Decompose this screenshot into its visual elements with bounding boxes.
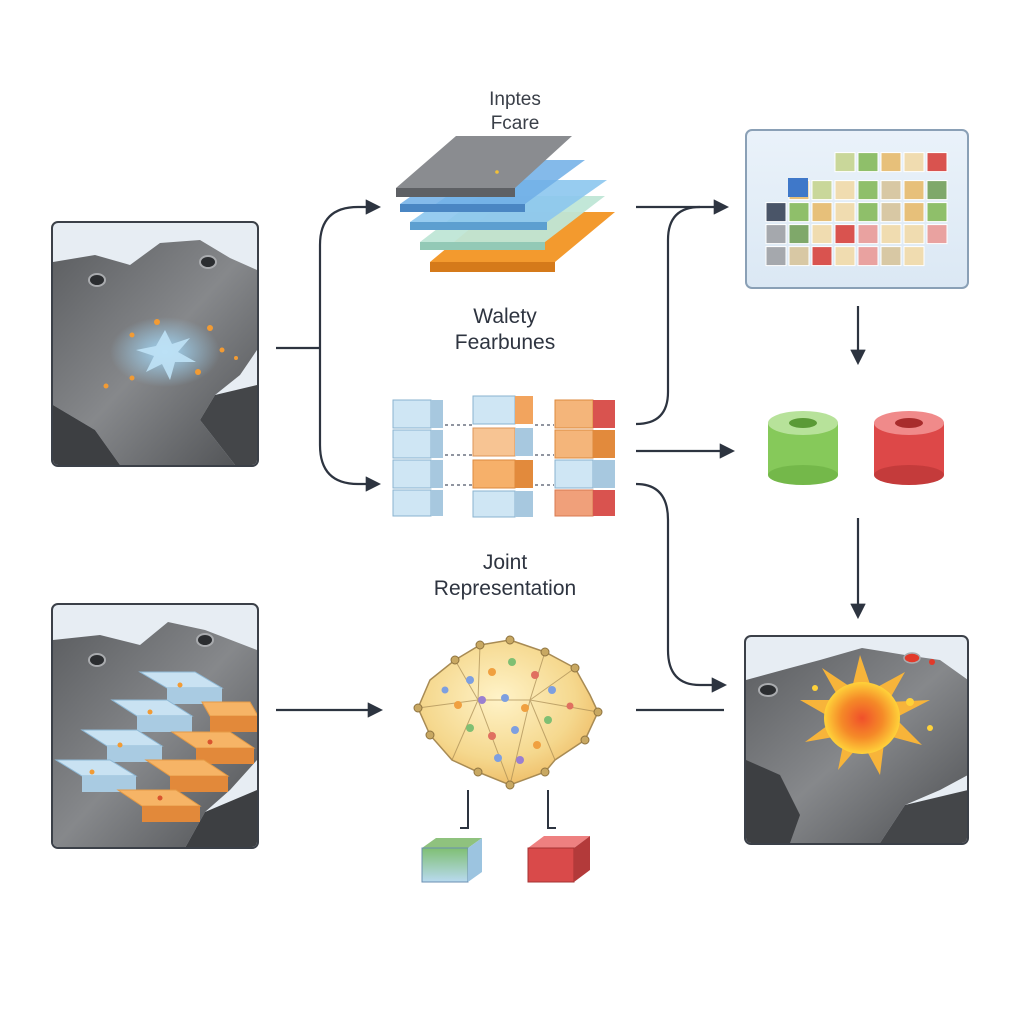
matrix-cell — [834, 224, 856, 245]
matrix-cell — [788, 224, 810, 245]
input-feature-layers — [396, 136, 615, 272]
red-cylinder — [874, 411, 944, 485]
matrix-cell — [903, 152, 925, 173]
variety-label-line1: Walety — [473, 305, 537, 328]
joint-label-line1: Joint — [482, 551, 528, 574]
matrix-cell — [811, 224, 833, 245]
matrix-cell — [811, 202, 833, 223]
matrix-cell — [857, 202, 879, 223]
joint-representation-label: Joint Representation — [400, 550, 610, 602]
output-heatmap-panel — [744, 635, 969, 845]
segmented-part-panel — [51, 603, 259, 849]
matrix-cell — [926, 202, 948, 223]
matrix-cell — [765, 224, 787, 245]
matrix-cell — [857, 246, 879, 267]
matrix-cell — [834, 246, 856, 267]
matrix-cell — [926, 180, 948, 201]
input-part-panel — [51, 221, 259, 467]
variety-feature-blocks — [392, 395, 615, 518]
green-cylinder — [768, 411, 838, 485]
inputs-label: Inptes Fcare — [420, 88, 610, 136]
matrix-cell — [857, 224, 879, 245]
inputs-label-line2: Fcare — [490, 113, 540, 134]
inputs-label-line1: Inptes — [489, 89, 541, 110]
matrix-cell — [880, 202, 902, 223]
matrix-cells — [765, 152, 948, 267]
matrix-cell — [903, 224, 925, 245]
matrix-cell — [903, 202, 925, 223]
joint-output-blocks — [421, 790, 590, 883]
matrix-cell — [765, 202, 787, 223]
connector-arrows — [276, 199, 866, 718]
matrix-cell — [880, 224, 902, 245]
matrix-cell — [834, 152, 856, 173]
joint-representation-graph — [413, 635, 603, 790]
matrix-cell — [811, 180, 833, 201]
matrix-cell — [926, 224, 948, 245]
matrix-cell — [834, 180, 856, 201]
matrix-cell — [880, 152, 902, 173]
matrix-cell — [903, 246, 925, 267]
matrix-cell — [903, 180, 925, 201]
matrix-cell — [765, 246, 787, 267]
matrix-cell — [880, 246, 902, 267]
matrix-cell — [857, 180, 879, 201]
matrix-cell — [834, 202, 856, 223]
variety-features-label: Walety Fearbunes — [400, 304, 610, 356]
variety-label-line2: Fearbunes — [454, 331, 556, 354]
matrix-cell — [926, 152, 948, 173]
joint-label-line2: Representation — [433, 577, 577, 600]
matrix-cell — [788, 178, 808, 197]
matrix-cell — [788, 246, 810, 267]
matrix-cell — [857, 152, 879, 173]
feature-matrix-panel — [745, 129, 969, 289]
matrix-cell — [880, 180, 902, 201]
matrix-cell — [788, 202, 810, 223]
matrix-cell — [811, 246, 833, 267]
